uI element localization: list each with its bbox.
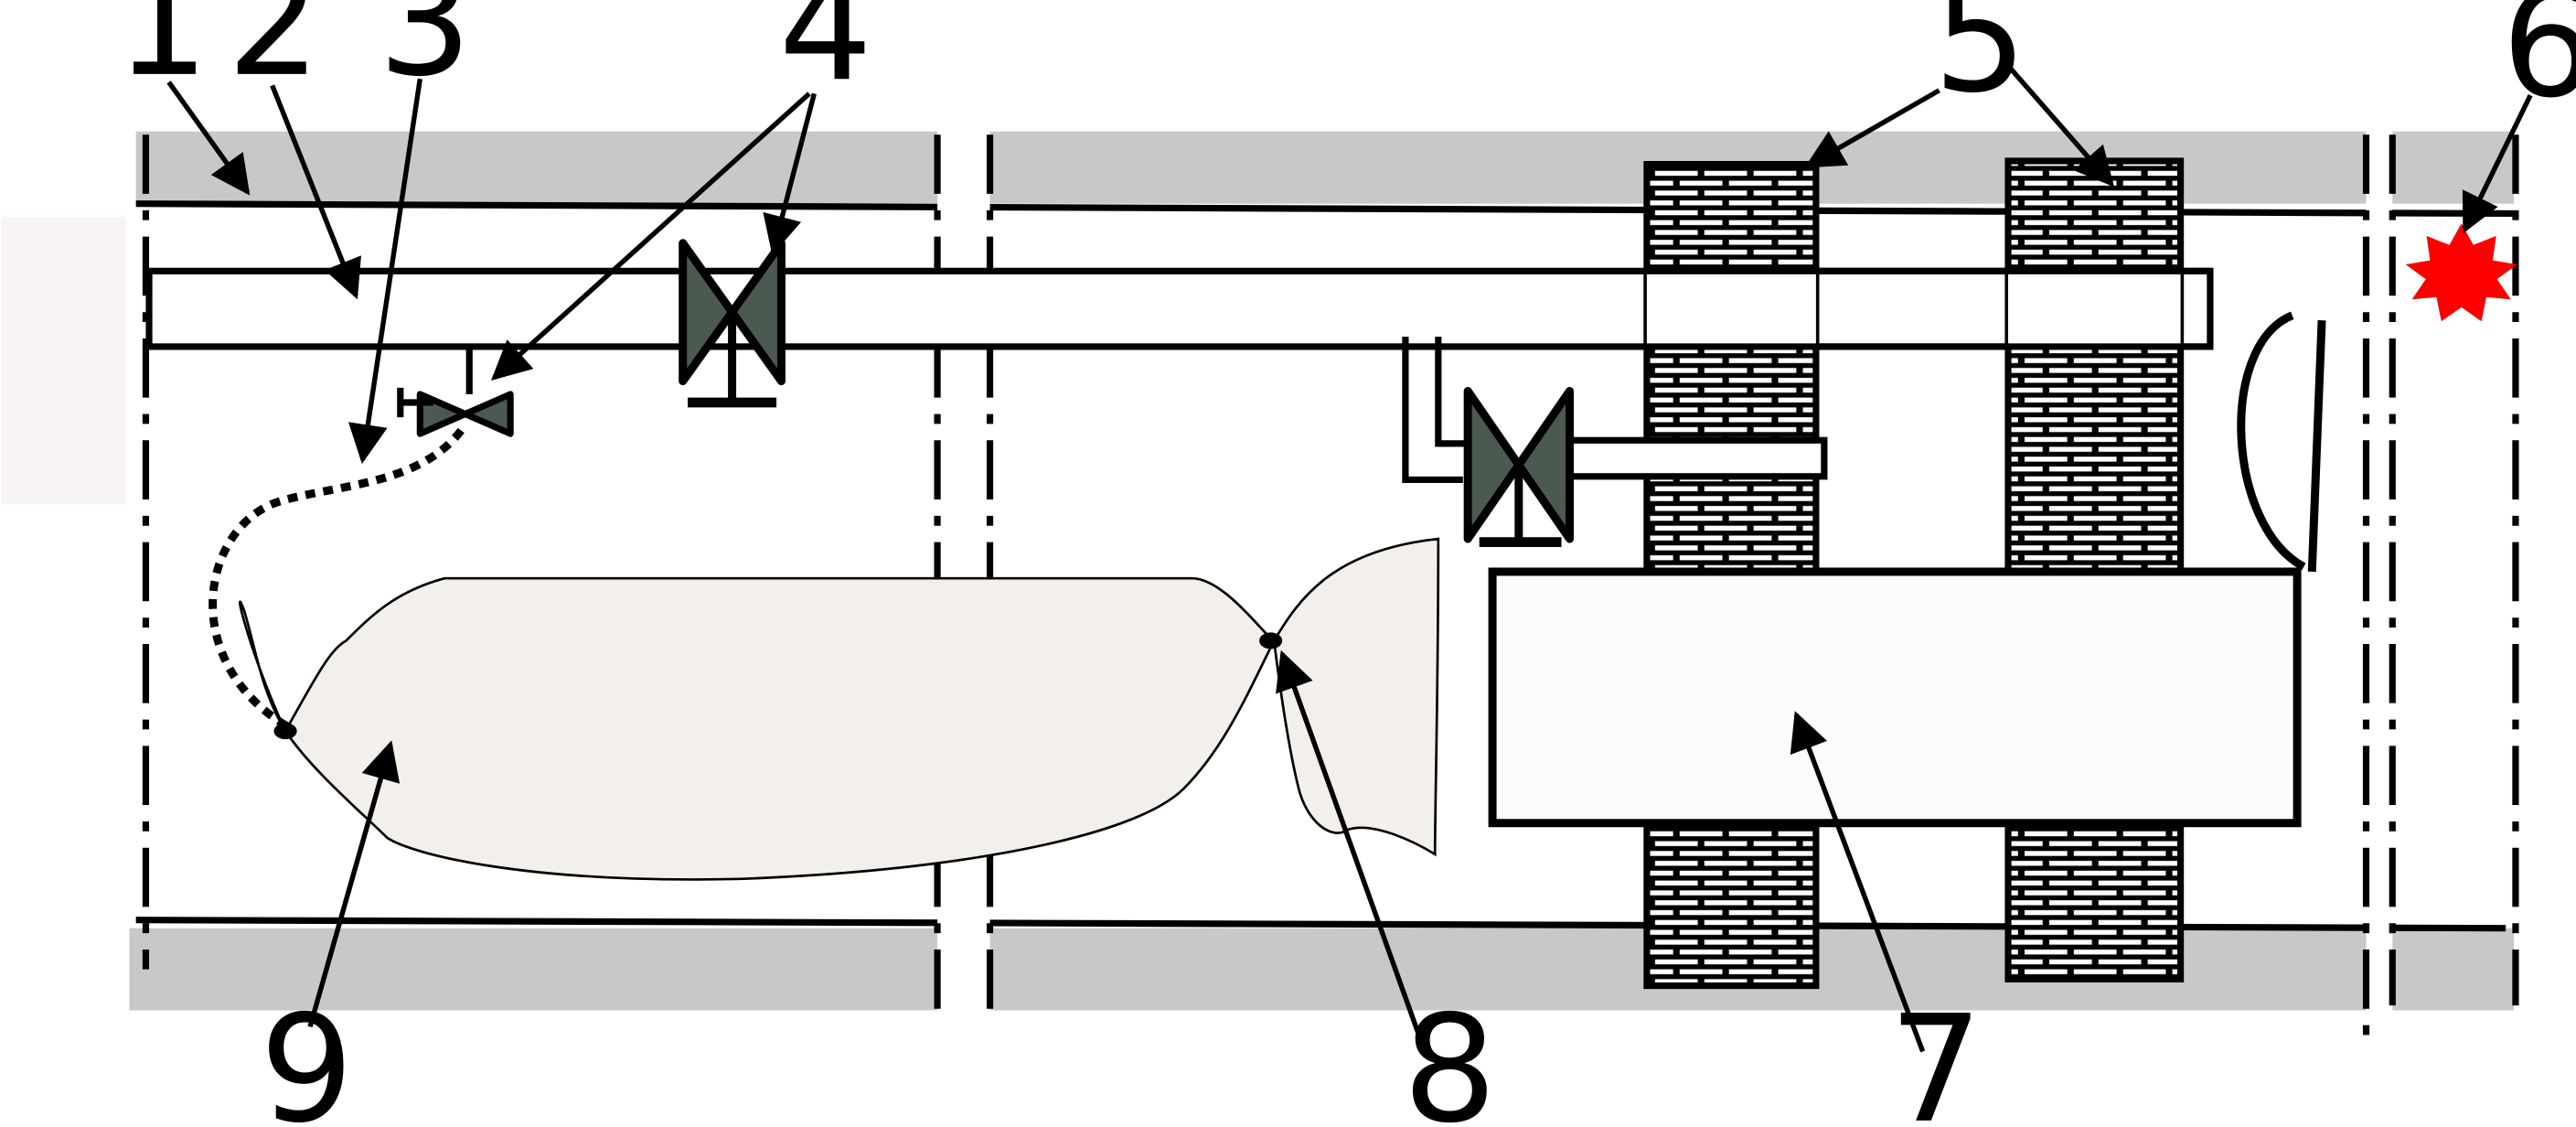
main-pipe [145, 267, 2214, 350]
callout-7: 7 [1889, 984, 1983, 1127]
callout-4: 4 [779, 0, 873, 114]
tie-point-right [1259, 632, 1283, 649]
section-gap-1 [937, 128, 990, 1024]
pipe-through-wall-right [2008, 271, 2181, 347]
gate-valve-branch [1463, 386, 1574, 548]
callout-3: 3 [378, 0, 472, 110]
callout-labels: 1 2 3 4 5 6 7 8 9 [115, 0, 2576, 1127]
branch-pipe-segment [1566, 436, 1828, 480]
ignition-star [2405, 223, 2517, 322]
section-gap-2 [2366, 128, 2393, 1048]
door-panel [2307, 320, 2326, 573]
callout-1: 1 [115, 0, 209, 110]
small-valve [397, 346, 514, 437]
dotted-hose [208, 427, 465, 740]
left-inset-panel [1, 217, 126, 505]
callout-6: 6 [2501, 0, 2576, 131]
inflatable-bag [239, 537, 1440, 881]
curved-door [2237, 311, 2306, 571]
callout-2: 2 [227, 0, 321, 110]
gate-valve-main [679, 239, 786, 408]
callout-8: 8 [1403, 984, 1497, 1127]
large-block [1488, 567, 2302, 828]
callout-5: 5 [1933, 0, 2027, 126]
pipe-through-wall-left [1646, 271, 1816, 347]
leader-lines [166, 64, 2533, 1053]
callout-9: 9 [260, 984, 354, 1127]
tie-point-left [273, 723, 297, 740]
